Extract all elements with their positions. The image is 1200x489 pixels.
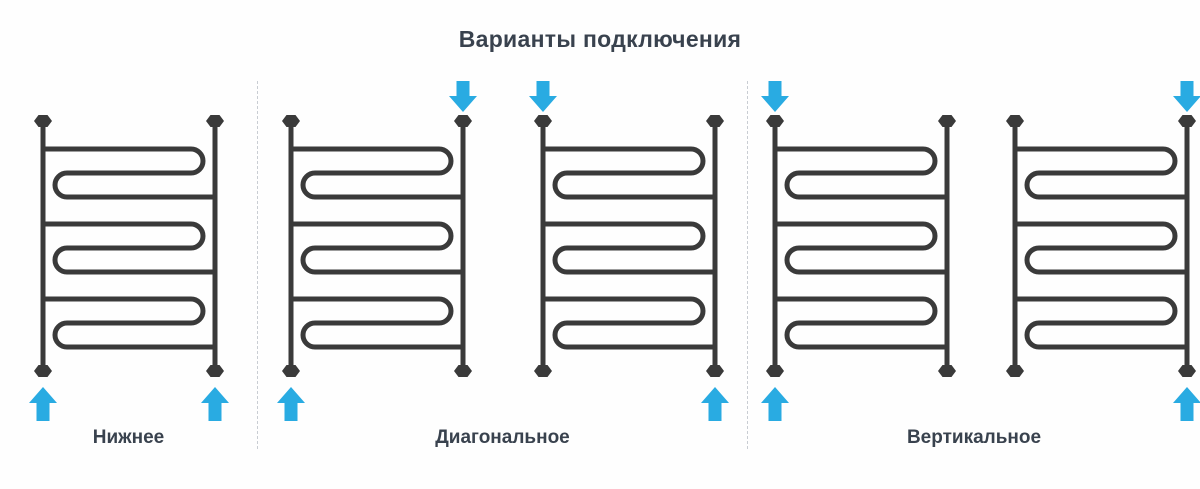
group-label-vertical: Вертикальное [906, 427, 1042, 448]
pipe-fitting-icon [33, 365, 52, 377]
serpentine-coil-pipe [290, 146, 463, 200]
radiator-diagonal-top-right-bottom-left [276, 81, 477, 421]
serpentine-coil-pipe [542, 221, 715, 275]
pipe-fitting-icon [705, 115, 724, 127]
pipe-fitting-icon [938, 365, 956, 377]
diagram-title: Варианты подключения [458, 26, 742, 52]
serpentine-coil-pipe [542, 296, 715, 350]
pipe-fitting-icon [33, 115, 52, 127]
serpentine-coil-pipe [42, 296, 215, 350]
serpentine-coil-pipe [1015, 146, 1187, 200]
pipe-fitting-icon [205, 365, 224, 377]
radiator-row-vertical [761, 81, 1200, 421]
radiator-row-diagonal [276, 81, 729, 421]
towel-radiator-drawing [1006, 81, 1200, 421]
serpentine-coil-pipe [42, 146, 215, 200]
serpentine-coil-pipe [775, 146, 947, 200]
group-diagonal-connection: Диагональное [257, 81, 747, 449]
towel-radiator-drawing [761, 81, 956, 421]
pipe-fitting-icon [533, 115, 552, 127]
flow-arrow-up-icon [700, 387, 729, 421]
pipe-fitting-icon [533, 365, 552, 377]
flow-arrow-down-icon [1173, 81, 1200, 112]
pipe-fitting-icon [281, 115, 300, 127]
radiator-vertical-left-side [761, 81, 961, 421]
radiator-vertical-right-side [1001, 81, 1200, 421]
flow-arrow-up-icon [28, 387, 57, 421]
serpentine-coil-pipe [775, 296, 947, 350]
pipe-fitting-icon [1178, 365, 1196, 377]
pipe-fitting-icon [766, 115, 784, 127]
pipe-fitting-icon [281, 365, 300, 377]
serpentine-coil-pipe [290, 221, 463, 275]
group-label-bottom: Нижнее [92, 427, 165, 448]
group-label-diagonal: Диагональное [435, 427, 570, 448]
serpentine-coil-pipe [775, 221, 947, 275]
flow-arrow-up-icon [276, 387, 305, 421]
pipe-fitting-icon [766, 365, 784, 377]
flow-arrow-down-icon [761, 81, 789, 112]
radiator-diagonal-top-left-bottom-right [528, 81, 729, 421]
pipe-fitting-icon [938, 115, 956, 127]
pipe-fitting-icon [1006, 365, 1024, 377]
serpentine-coil-pipe [42, 221, 215, 275]
group-bottom-connection: Нижнее [0, 81, 257, 449]
group-vertical-connection: Вертикальное [747, 81, 1200, 449]
pipe-fitting-icon [1178, 115, 1196, 127]
towel-radiator-drawing [528, 81, 729, 421]
pipe-fitting-icon [453, 365, 472, 377]
serpentine-coil-pipe [1015, 221, 1187, 275]
towel-radiator-drawing [28, 115, 229, 421]
flow-arrow-up-icon [200, 387, 229, 421]
flow-arrow-up-icon [761, 387, 789, 421]
pipe-fitting-icon [1006, 115, 1024, 127]
radiator-row-bottom [28, 81, 229, 421]
serpentine-coil-pipe [542, 146, 715, 200]
flow-arrow-up-icon [1173, 387, 1200, 421]
pipe-fitting-icon [205, 115, 224, 127]
connection-groups: Нижнее Диагональное Вертикальное [0, 81, 1200, 449]
towel-radiator-drawing [276, 81, 477, 421]
serpentine-coil-pipe [1015, 296, 1187, 350]
radiator-bottom-connection [28, 81, 229, 421]
pipe-fitting-icon [453, 115, 472, 127]
flow-arrow-down-icon [448, 81, 477, 112]
serpentine-coil-pipe [290, 296, 463, 350]
pipe-fitting-icon [705, 365, 724, 377]
flow-arrow-down-icon [528, 81, 557, 112]
